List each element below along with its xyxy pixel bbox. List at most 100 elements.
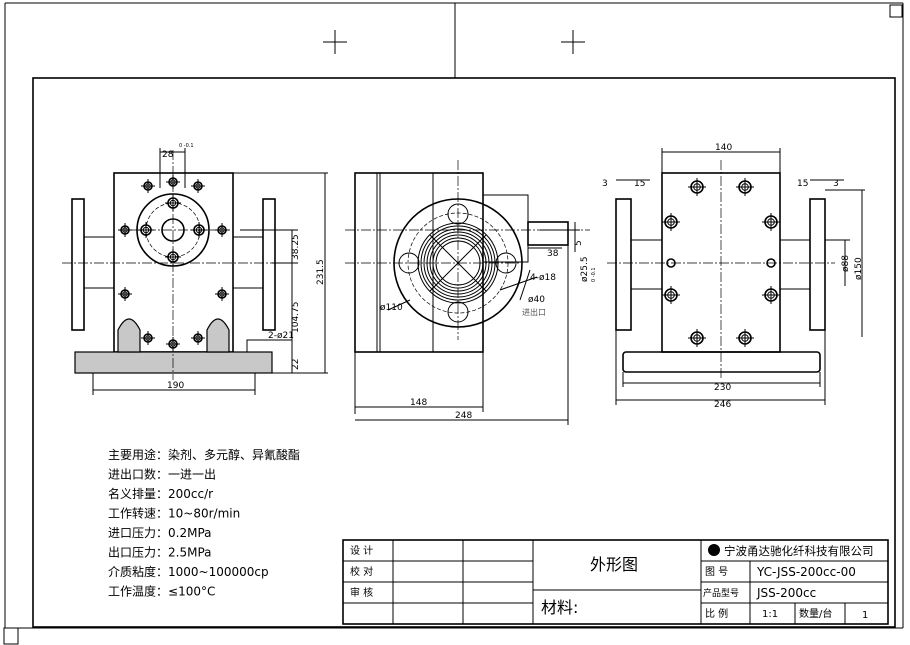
- technical-notes: 主要用途：染剂、多元醇、异氰酸酯进出口数：一进一出名义排量：200cc/r工作转…: [108, 447, 300, 599]
- dim-246: 246: [714, 400, 731, 410]
- port-ring: [426, 231, 490, 295]
- note-label: 工作转速：: [108, 506, 168, 521]
- design-label: 设 计: [350, 544, 373, 557]
- dim-phi150: ø150: [854, 257, 864, 280]
- bolt-hole-icon-cross: [191, 222, 207, 238]
- dim-phi110: ø110: [380, 303, 403, 313]
- registration-crosses: [323, 30, 585, 54]
- dim-2-phi21: 2-ø21: [268, 331, 294, 341]
- dim-190: 190: [167, 381, 184, 391]
- sheet-frame: [3, 2, 904, 645]
- bolt-hole-icon-cross: [736, 329, 754, 347]
- bolt-hole-icon-cross: [688, 329, 706, 347]
- check-label: 校 对: [350, 565, 373, 578]
- note-label: 进口压力：: [108, 526, 168, 540]
- dim-38: 38: [547, 249, 559, 259]
- dim-phi40: ø40: [528, 295, 545, 305]
- flange-hole-icon: [447, 203, 469, 225]
- note-value: 10~80r/min: [168, 507, 240, 521]
- dim-15-left: 15: [634, 179, 645, 189]
- note-label: 名义排量：: [108, 486, 168, 501]
- screw-hole-icon-cross: [191, 179, 205, 193]
- note-line: 进出口数：一进一出: [108, 467, 216, 482]
- screw-hole-icon-cross: [191, 331, 205, 345]
- flange-hole-icon: [495, 252, 517, 274]
- bolt-hole-icon-cross: [662, 286, 680, 304]
- dim-148: 148: [410, 398, 427, 408]
- pin-hole-icon: [666, 258, 676, 268]
- note-label: 进出口数：: [108, 467, 168, 482]
- note-line: 工作转速：10~80r/min: [108, 506, 240, 521]
- title-block: 设 计 校 对 审 核 外形图 材料: 宁波甬达驰化纤科技有限公司 图 号 YC…: [342, 539, 889, 625]
- qty-label: 数量/台: [799, 607, 832, 620]
- note-value: 200cc/r: [168, 487, 213, 501]
- tol-25-5: 0 -0.1: [591, 267, 597, 282]
- bolt-hole-icon-cross: [688, 178, 706, 196]
- port-ring: [423, 228, 493, 298]
- top-view: [607, 160, 835, 380]
- port-ring: [429, 234, 487, 292]
- dim-3-right: 3: [833, 179, 839, 189]
- note-line: 主要用途：染剂、多元醇、异氰酸酯: [108, 447, 300, 462]
- note-value: 染剂、多元醇、异氰酸酯: [168, 447, 300, 462]
- company-logo-icon: [708, 544, 720, 556]
- dim-104-75: 104.75: [291, 302, 301, 334]
- note-label: 主要用途：: [108, 447, 168, 462]
- flange-hole-icon: [398, 252, 420, 274]
- dim-231-5: 231.5: [316, 259, 326, 285]
- screw-hole-icon-cross: [215, 223, 229, 237]
- side-view: [345, 160, 590, 353]
- bolt-hole-icon-cross: [736, 178, 754, 196]
- note-value: ≤100°C: [168, 585, 215, 599]
- note-line: 介质粘度：1000~100000cp: [108, 564, 269, 579]
- screw-hole-icon-cross: [141, 179, 155, 193]
- dim-230: 230: [714, 383, 731, 393]
- dim-4-phi18: 4-ø18: [530, 273, 556, 283]
- dim-22: 22: [291, 359, 301, 370]
- front-view: [62, 150, 286, 380]
- port-ring: [435, 240, 481, 286]
- bolt-hole-icon-cross: [762, 213, 780, 231]
- dim-phi88: ø88: [841, 255, 851, 272]
- note-value: 2.5MPa: [168, 546, 212, 560]
- note-line: 名义排量：200cc/r: [108, 486, 213, 501]
- review-label: 审 核: [350, 586, 373, 599]
- bolt-hole-icon-cross: [165, 195, 181, 211]
- dimension-texts: 28 0 -0.1 38.25 104.75 231.5 22 2-ø21 19…: [162, 143, 864, 421]
- port-label: 进出口: [522, 307, 546, 317]
- dim-38-25: 38.25: [291, 234, 301, 260]
- note-value: 1000~100000cp: [168, 565, 269, 579]
- flange-hole-icon: [447, 301, 469, 323]
- note-line: 进口压力：0.2MPa: [108, 526, 212, 540]
- drawing-no: YC-JSS-200cc-00: [756, 565, 856, 579]
- dim-phi25-5: ø25.5: [580, 256, 590, 282]
- screw-hole-icon-cross: [118, 287, 132, 301]
- note-label: 介质粘度：: [108, 564, 168, 579]
- company-name: 宁波甬达驰化纤科技有限公司: [724, 544, 874, 558]
- note-line: 工作温度：≤100°C: [108, 584, 215, 599]
- qty: 1: [862, 610, 868, 621]
- dim-3-left: 3: [602, 179, 608, 189]
- port-ring: [417, 222, 499, 304]
- material-label: 材料:: [541, 598, 578, 617]
- bolt-hole-icon-cross: [662, 213, 680, 231]
- note-value: 一进一出: [168, 468, 216, 482]
- scale-label: 比 例: [705, 607, 728, 620]
- dim-15-right: 15: [797, 179, 808, 189]
- bolt-hole-icon-cross: [138, 222, 154, 238]
- pin-hole-icon: [766, 258, 776, 268]
- dim-140: 140: [715, 143, 732, 153]
- dim-28: 28: [162, 150, 174, 160]
- bolt-hole-icon-cross: [762, 286, 780, 304]
- screw-hole-icon-cross: [166, 175, 180, 189]
- dim-248: 248: [455, 411, 472, 421]
- port-ring: [432, 237, 484, 289]
- note-label: 工作温度：: [108, 584, 168, 599]
- scale: 1:1: [762, 609, 778, 620]
- note-label: 出口压力：: [108, 546, 168, 560]
- model-label: 产品型号: [703, 587, 739, 599]
- tol-28: 0 -0.1: [179, 143, 194, 149]
- screw-hole-icon-cross: [141, 331, 155, 345]
- screw-hole-icon-cross: [215, 287, 229, 301]
